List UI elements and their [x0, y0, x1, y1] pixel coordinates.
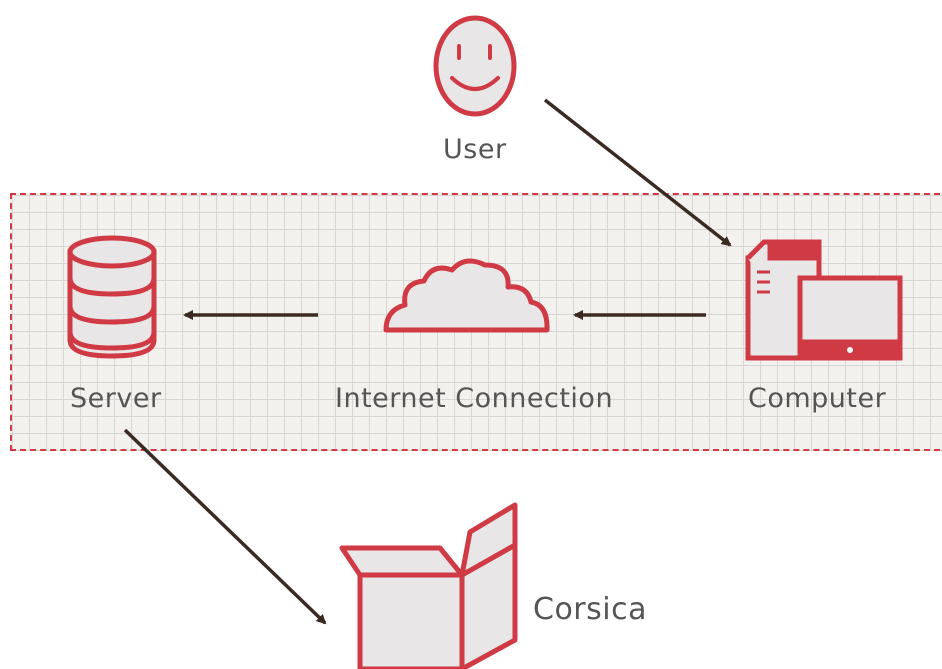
user-label: User [443, 134, 507, 165]
computer-label: Computer [748, 383, 887, 414]
server-label: Server [70, 383, 162, 414]
database-icon [67, 235, 157, 359]
desktop-computer-icon [745, 239, 903, 361]
edge-server-to-corsica [123, 428, 327, 625]
open-box-icon [339, 502, 518, 669]
smiley-face-icon [433, 15, 517, 117]
edge-user-to-computer [543, 98, 732, 247]
corsica-label: Corsica [533, 592, 647, 627]
cloud-icon [383, 258, 550, 333]
internet-connection-label: Internet Connection [335, 383, 614, 414]
